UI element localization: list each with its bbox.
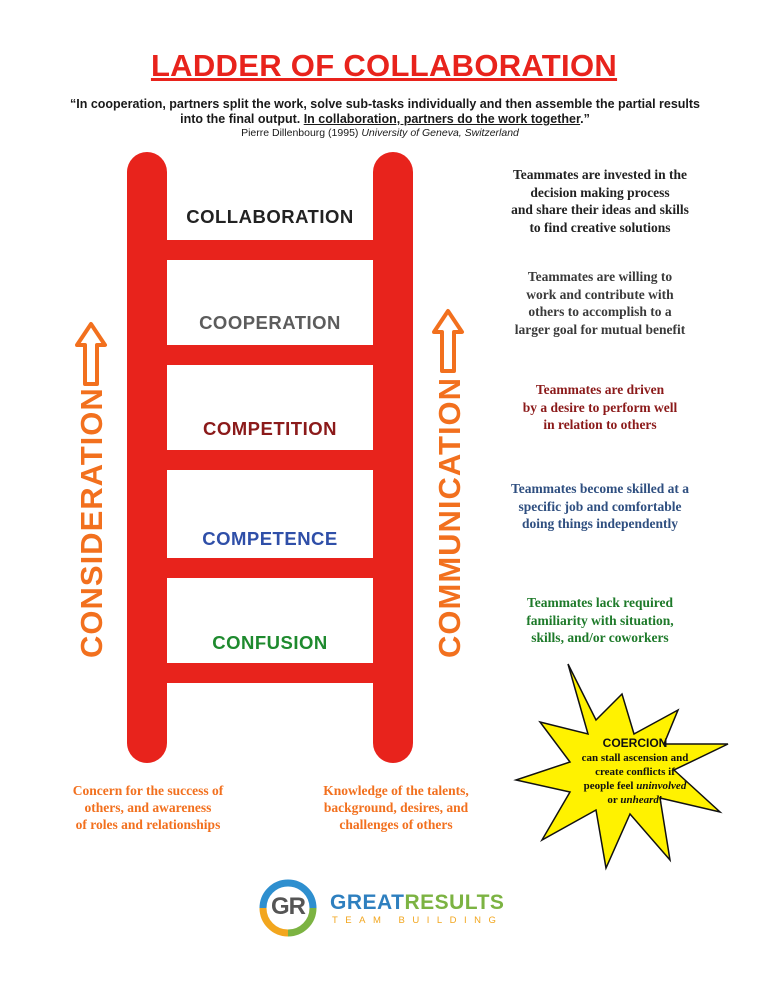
up-arrow-icon xyxy=(75,322,107,386)
desc-competition: Teammates are driven by a desire to perf… xyxy=(522,382,678,432)
step-competition: COMPETITION xyxy=(203,418,337,439)
citation-source: University of Geneva, Switzerland xyxy=(361,127,519,139)
ladder-rung-1 xyxy=(166,240,374,260)
coercion-callout: COERCION can stall ascension and create … xyxy=(560,736,710,807)
desc-collaboration: Teammates are invested in the decision m… xyxy=(511,167,689,235)
ladder-rung-4 xyxy=(166,558,374,578)
ladder-rung-2 xyxy=(166,345,374,365)
communication-note: Knowledge of the talents, background, de… xyxy=(323,783,469,832)
citation-author: Pierre Dillenbourg (1995) xyxy=(241,127,362,139)
citation: Pierre Dillenbourg (1995) University of … xyxy=(120,127,640,139)
logo-ring-icon xyxy=(259,879,317,937)
logo-tagline: TEAM BUILDING xyxy=(332,915,504,926)
coercion-title: COERCION xyxy=(602,736,668,750)
step-cooperation: COOPERATION xyxy=(199,312,341,333)
quote-end: .” xyxy=(580,112,590,126)
quote-underlined: In collaboration, partners do the work t… xyxy=(303,112,581,126)
consideration-note: Concern for the success of others, and a… xyxy=(72,783,224,832)
step-confusion: CONFUSION xyxy=(212,632,328,653)
logo: GR GREATRESULTS TEAM BUILDING xyxy=(258,878,518,938)
communication-label: COMMUNICATION xyxy=(432,376,467,658)
desc-cooperation: Teammates are willing to work and contri… xyxy=(514,269,686,337)
step-collaboration: COLLABORATION xyxy=(186,206,354,227)
logo-monogram: GR xyxy=(271,893,306,920)
quote-text: “In cooperation, partners split the work… xyxy=(69,97,701,126)
ladder-right-rail xyxy=(373,152,413,763)
logo-name: GREATRESULTS xyxy=(330,891,505,914)
desc-competence: Teammates become skilled at a specific j… xyxy=(511,481,689,531)
ladder-rung-5 xyxy=(166,663,374,683)
up-arrow-icon xyxy=(432,309,464,373)
ladder-rung-3 xyxy=(166,450,374,470)
page-title: LADDER OF COLLABORATION xyxy=(150,48,618,83)
consideration-label: CONSIDERATION xyxy=(74,387,109,658)
desc-confusion: Teammates lack required familiarity with… xyxy=(526,595,674,645)
quote: “In cooperation, partners split the work… xyxy=(60,97,710,127)
step-competence: COMPETENCE xyxy=(202,528,338,549)
starburst-icon xyxy=(513,663,729,871)
ladder-left-rail xyxy=(127,152,167,763)
